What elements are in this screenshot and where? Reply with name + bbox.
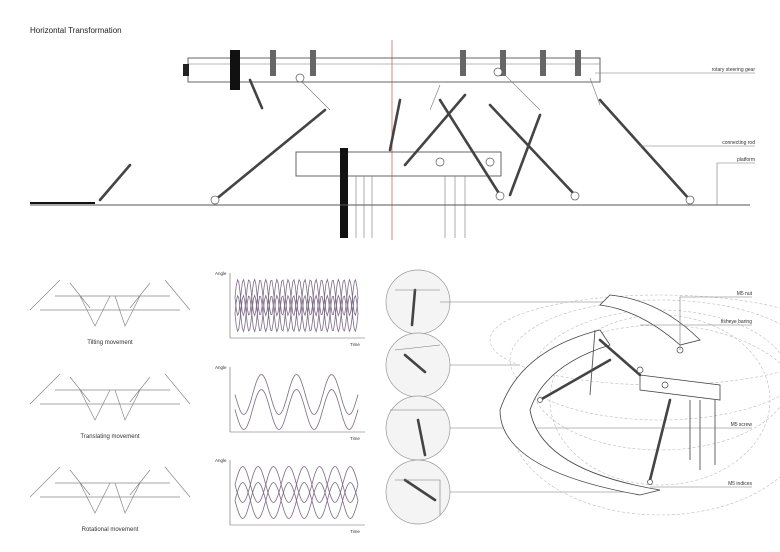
upper-curved-plate xyxy=(599,294,701,346)
wave-curve xyxy=(234,466,359,503)
y-axis-label: Angle xyxy=(215,271,227,276)
label-connecting-rod: connecting rod xyxy=(722,140,755,146)
frame-sketch xyxy=(29,279,191,327)
label-m5-nut: M5 nut xyxy=(737,291,753,297)
x-axis-label: Time xyxy=(350,436,360,441)
label-rotary-steering-gear: rotary steering gear xyxy=(712,67,756,73)
detail-circle-indices xyxy=(385,459,451,525)
wave-curve xyxy=(234,294,359,333)
lower-beam xyxy=(295,151,502,177)
x-axis-label: Time xyxy=(350,529,360,534)
graph-axes xyxy=(229,460,365,526)
graph-axes xyxy=(229,273,365,339)
black-clamp xyxy=(230,50,240,90)
wave-curve xyxy=(234,374,359,415)
connecting-rods xyxy=(98,69,692,202)
wave-curve xyxy=(234,482,359,519)
perspective-assembly: M5 nut fisheye baring M5 screw M5 indice… xyxy=(489,291,780,516)
black-post xyxy=(340,148,348,238)
movement-caption: Tilting movement xyxy=(87,340,133,346)
label-m5-indices: M5 indices xyxy=(728,481,752,487)
sheet-title: Horizontal Transformation xyxy=(30,26,122,35)
frame-sketch xyxy=(29,373,191,421)
movement-caption: Translating movement xyxy=(80,434,139,440)
y-axis-label: Angle xyxy=(215,458,227,463)
upper-beam xyxy=(187,57,601,83)
detail-callouts xyxy=(385,269,660,525)
label-m5-screw: M5 screw xyxy=(731,422,753,428)
frame-sketch xyxy=(29,466,191,514)
y-axis-label: Angle xyxy=(215,365,227,370)
label-platform: platform xyxy=(737,157,755,163)
graph-axes xyxy=(229,367,365,433)
curved-platform xyxy=(499,329,661,496)
movement-caption: Rotational movement xyxy=(82,527,139,533)
label-fisheye-baring: fisheye baring xyxy=(721,319,752,325)
detail-circle-screw xyxy=(385,395,451,461)
wave-curve xyxy=(234,389,359,430)
x-axis-label: Time xyxy=(350,342,360,347)
wave-curve xyxy=(234,278,359,317)
horizontal-elevation: rotary steering gear connecting rod plat… xyxy=(30,40,755,240)
